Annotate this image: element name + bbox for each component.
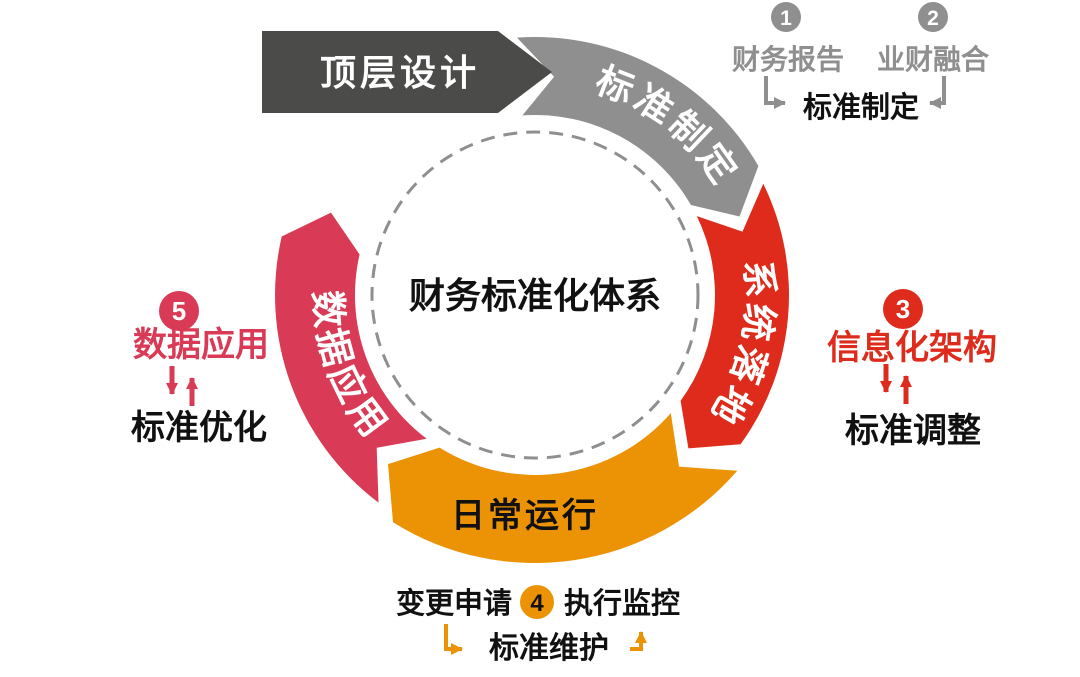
hub-title: 财务标准化体系 [409, 275, 661, 316]
callout-right: 3 信息化架构 标准调整 [827, 289, 997, 450]
badge-1-number: 1 [780, 7, 792, 30]
segment-data-application [275, 212, 427, 503]
callout-information-architecture: 信息化架构 [827, 328, 997, 367]
callout-result-standard-maintenance: 标准维护 [489, 632, 609, 665]
callout-result-standard-setting: 标准制定 [803, 90, 919, 124]
callout-left: 5 数据应用 标准优化 [131, 291, 269, 447]
elbow-arrow-left-down-right [764, 76, 786, 109]
segment-label-daily-operation: 日常运行 [451, 497, 599, 535]
callout-top-right: 1 2 财务报告 业财融合 标准制定 [732, 2, 990, 124]
badge-3-circle [883, 289, 923, 329]
elbow-arrow-right-down-left [929, 76, 946, 109]
badge-4-number: 4 [530, 590, 544, 617]
callout-change-request: 变更申请 [396, 586, 512, 620]
elbow-arrow-bottom-left [444, 624, 463, 655]
segment-standard-setting [517, 36, 759, 217]
elbow-arrow-bottom-right [630, 631, 647, 651]
banner-label: 顶层设计 [320, 52, 480, 93]
badge-2-number: 2 [927, 7, 939, 30]
callout-bottom: 变更申请 4 执行监控 标准维护 [396, 585, 680, 665]
callout-result-standard-optimization: 标准优化 [131, 409, 267, 447]
badge-2-circle [918, 2, 948, 32]
badge-5-circle [159, 291, 199, 331]
callout-data-application: 数据应用 [133, 326, 269, 364]
segment-system-landing [680, 183, 789, 449]
segment-daily-operation [388, 413, 738, 564]
badge-3-number: 3 [896, 294, 910, 324]
badge-1-circle [771, 2, 801, 32]
callout-business-finance-integration: 业财融合 [877, 43, 990, 75]
badge-4-circle [520, 585, 554, 619]
badge-5-number: 5 [172, 296, 186, 326]
callout-result-standard-adjustment: 标准调整 [845, 412, 981, 450]
callout-financial-report: 财务报告 [732, 44, 844, 75]
callout-execution-monitoring: 执行监控 [564, 587, 680, 620]
hub-dashed-circle [370, 130, 700, 460]
banner-top-design [262, 31, 552, 113]
